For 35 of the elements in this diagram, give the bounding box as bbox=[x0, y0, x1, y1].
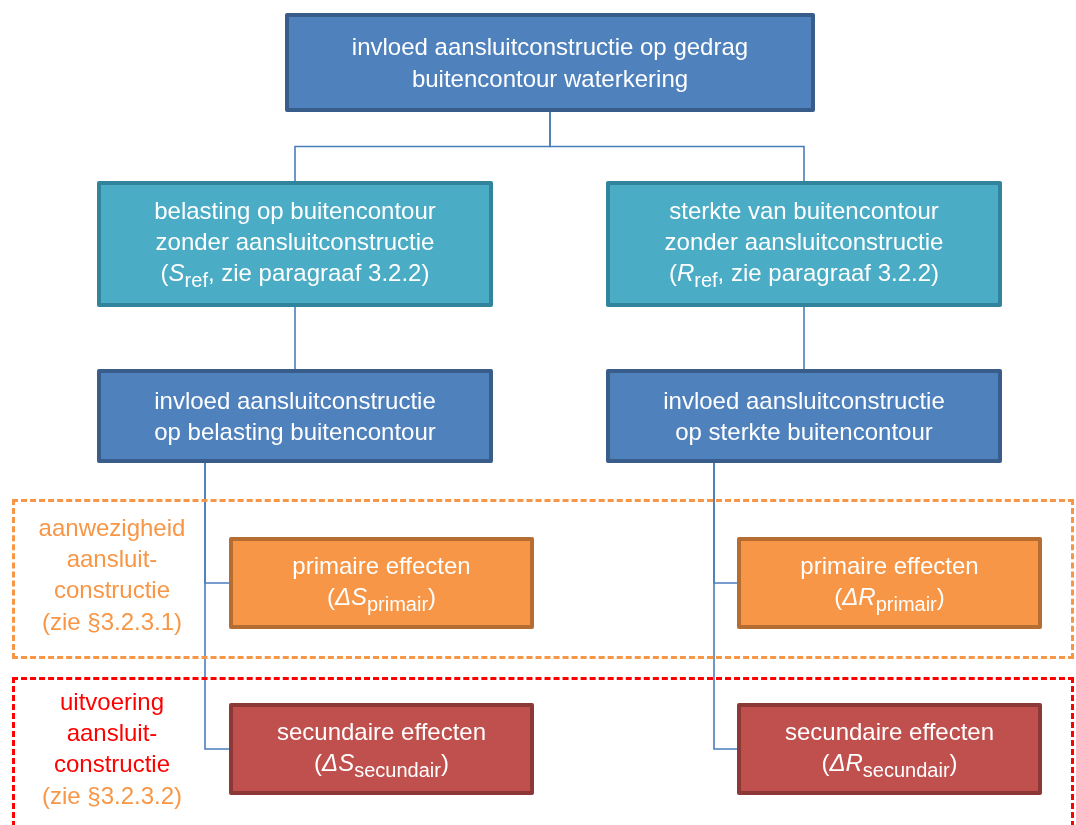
dashed-region bbox=[12, 499, 1074, 659]
box-label: (ΔS$_{secundair}$) bbox=[313, 747, 450, 783]
box-label: belasting op buitencontour zonder aansluitconstructie bbox=[153, 195, 437, 258]
box-label: sterkte van buitencontour zonder aansluitconstructie bbox=[663, 195, 945, 258]
effect-box bbox=[737, 537, 1042, 629]
box-label: (ΔS$_{primair}$) bbox=[325, 581, 438, 617]
box-label: invloed aansluitconstructie op gedrag buitencontour waterkering bbox=[350, 32, 750, 94]
process-box bbox=[97, 181, 493, 307]
connector-line bbox=[713, 462, 738, 750]
process-box bbox=[606, 181, 1002, 307]
box-label: primaire effecten bbox=[799, 550, 980, 581]
region-label: aanwezigheid aansluit- constructie bbox=[37, 513, 187, 606]
dashed-region bbox=[12, 677, 1074, 825]
connector-line bbox=[549, 111, 805, 182]
box-label: (ΔR$_{primair}$) bbox=[833, 581, 946, 617]
effect-box bbox=[737, 703, 1042, 795]
connector-line bbox=[803, 306, 805, 370]
box-label: primaire effecten bbox=[291, 550, 472, 581]
box-label: invloed aansluitconstructie op belasting buitencontour bbox=[153, 385, 437, 447]
box-label: invloed aansluitconstructie op sterkte buitencontour bbox=[662, 385, 946, 447]
process-box bbox=[97, 369, 493, 463]
box-label: (S$_{ref}$, zie paragraaf 3.2.2) bbox=[159, 258, 431, 294]
region-label: (zie §3.2.3.1) bbox=[40, 606, 184, 637]
region-label: (zie §3.2.3.2) bbox=[40, 780, 184, 811]
box-label: secundaire effecten bbox=[783, 716, 995, 747]
process-box bbox=[285, 13, 815, 112]
connector-line bbox=[204, 462, 230, 750]
process-box bbox=[606, 369, 1002, 463]
box-label: secundaire effecten bbox=[275, 716, 487, 747]
effect-box bbox=[229, 537, 534, 629]
box-label: (ΔR$_{secundair}$) bbox=[820, 747, 959, 783]
region-label: uitvoering aansluit- constructie bbox=[52, 687, 172, 780]
effect-box bbox=[229, 703, 534, 795]
connector-line bbox=[294, 306, 296, 370]
box-label: (R$_{ref}$, zie paragraaf 3.2.2) bbox=[667, 258, 941, 294]
